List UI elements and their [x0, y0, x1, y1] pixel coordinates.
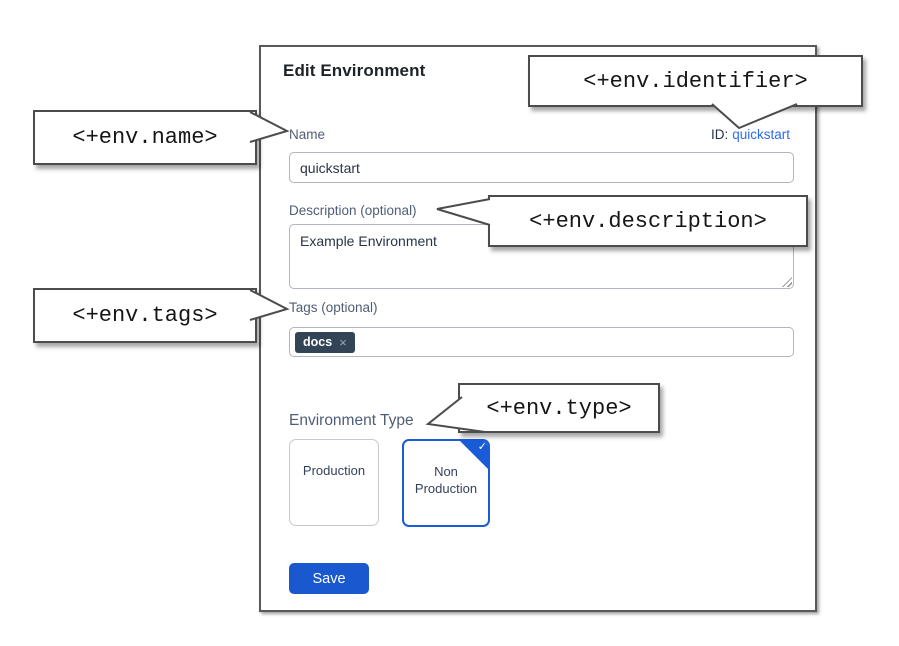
selected-corner-badge: ✓: [459, 441, 488, 470]
callout-env-name: <+env.name>: [33, 110, 257, 165]
description-label: Description (optional): [289, 203, 417, 218]
save-button[interactable]: Save: [289, 563, 369, 594]
check-icon: ✓: [477, 441, 487, 453]
id-label: ID:: [710, 127, 729, 142]
callout-env-identifier: <+env.identifier>: [528, 55, 863, 107]
id-value-link[interactable]: quickstart: [732, 127, 790, 142]
env-type-card-label: Production: [302, 463, 366, 478]
env-type-card-label: Non Production: [414, 464, 478, 496]
tags-label: Tags (optional): [289, 300, 378, 315]
edit-environment-panel: Edit Environment Name ID:quickstart Desc…: [259, 45, 817, 612]
callout-env-type: <+env.type>: [458, 383, 660, 433]
tag-chip: docs ×: [295, 331, 355, 353]
env-type-card-non-production[interactable]: Non Production ✓: [402, 439, 490, 527]
name-label: Name: [289, 127, 326, 142]
page-title: Edit Environment: [283, 61, 426, 80]
env-type-card-production[interactable]: Production: [289, 439, 379, 526]
remove-tag-icon[interactable]: ×: [339, 334, 347, 350]
entity-id: ID:quickstart: [711, 127, 790, 142]
corner-fold-shape: [460, 441, 488, 469]
callout-env-tags: <+env.tags>: [33, 288, 257, 343]
environment-type-label: Environment Type: [289, 412, 414, 429]
tag-chip-label: docs: [303, 335, 333, 349]
callout-env-description: <+env.description>: [488, 195, 808, 247]
tags-input[interactable]: docs ×: [289, 327, 794, 357]
name-input[interactable]: [289, 152, 794, 183]
